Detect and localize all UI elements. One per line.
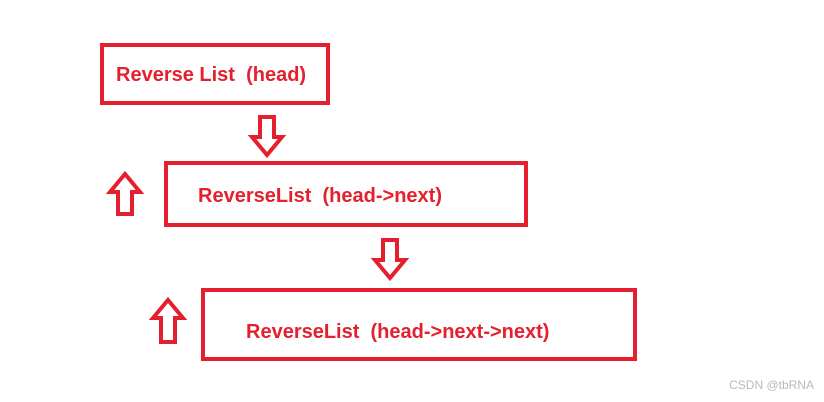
up-arrow-icon [148, 296, 188, 344]
call-box-reverse-list-head-next-next: ReverseList (head->next->next) [201, 288, 637, 361]
up-arrow-icon [105, 170, 145, 216]
call-box-reverse-list-head: Reverse List (head) [100, 43, 330, 105]
watermark: CSDN @tbRNA [729, 378, 814, 392]
call-box-label: ReverseList (head->next) [198, 185, 442, 207]
call-box-reverse-list-head-next: ReverseList (head->next) [164, 161, 528, 227]
down-arrow-icon [247, 115, 287, 159]
call-box-label: Reverse List (head) [116, 64, 307, 86]
down-arrow-icon [370, 238, 410, 282]
call-box-label: ReverseList (head->next->next) [246, 321, 550, 343]
